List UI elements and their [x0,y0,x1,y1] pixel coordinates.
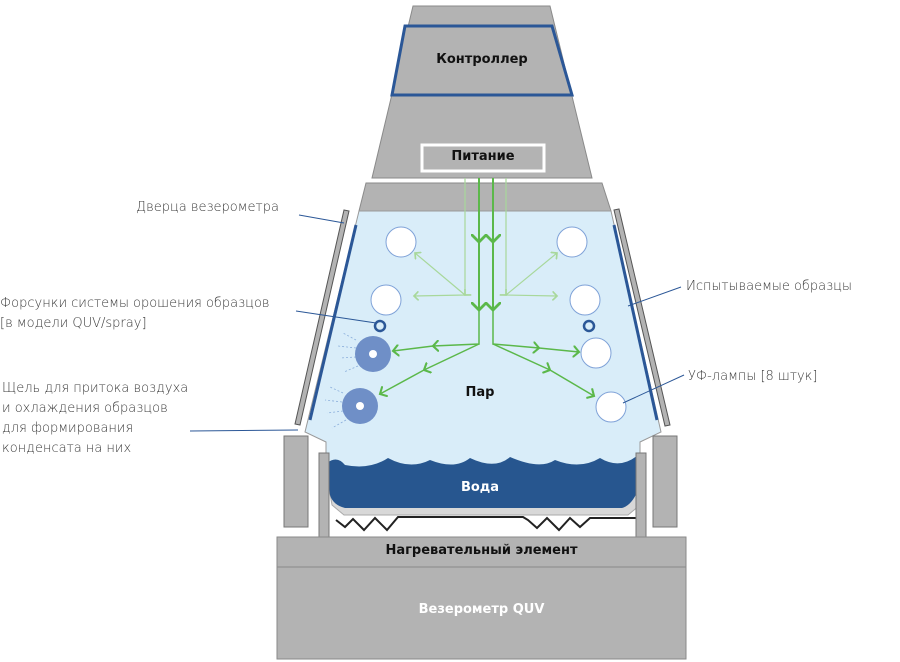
uv-lamp [580,337,612,369]
uv-lamp [569,284,601,316]
heater-bar [276,536,687,568]
slot-callout-line2: и охлаждения образцов [2,401,168,416]
uv-lamp [595,391,627,423]
power-box [420,143,546,173]
nozzle-ring-left [373,319,387,333]
uv-lamp [556,226,588,258]
chamber-lid [358,182,612,212]
post-right-outer [652,435,678,528]
samples-left [308,224,358,421]
spray-nozzle-2-core [356,402,364,410]
heating-coil [335,516,636,532]
steam-arrows [380,178,594,396]
nozzle-ring-right [582,319,596,333]
lamps-callout: УФ-лампы [8 штук] [688,369,818,384]
test-chamber [304,210,662,471]
door-callout: Дверца везерометра [136,200,279,215]
slot-callout-line3: для формирования [2,421,134,436]
controller-panel [390,24,574,97]
slot-callout-line1: Щель для притока воздуха [2,381,189,396]
post-right-inner [635,452,647,538]
samples-callout: Испытываемые образцы [686,279,852,294]
uv-lamps [370,226,627,423]
leader-lines [189,214,685,432]
spray-nozzle-1-core [369,350,377,358]
post-left-inner [318,452,330,538]
water [327,455,638,508]
nozzles-callout-line1: Форсунки системы орошения образцов [0,296,270,311]
device-base [276,566,687,660]
post-left-outer [283,435,309,528]
uv-lamp [385,226,417,258]
slot-callout-line4: конденсата на них [2,441,132,456]
door-left [294,209,350,426]
water-label: Вода [460,480,500,495]
controller-label: Контроллер [436,52,528,67]
power-label: Питание [451,149,515,164]
door-right [613,208,671,427]
nozzles-callout-line2: [в модели QUV/spray] [0,316,147,331]
device-label: Везерометр QUV [418,602,545,617]
steam-label: Пар [465,385,495,400]
uv-lamp [370,284,402,316]
samples-right [612,224,659,421]
spray-mist [324,332,359,429]
heater-label: Нагревательный элемент [385,543,578,558]
